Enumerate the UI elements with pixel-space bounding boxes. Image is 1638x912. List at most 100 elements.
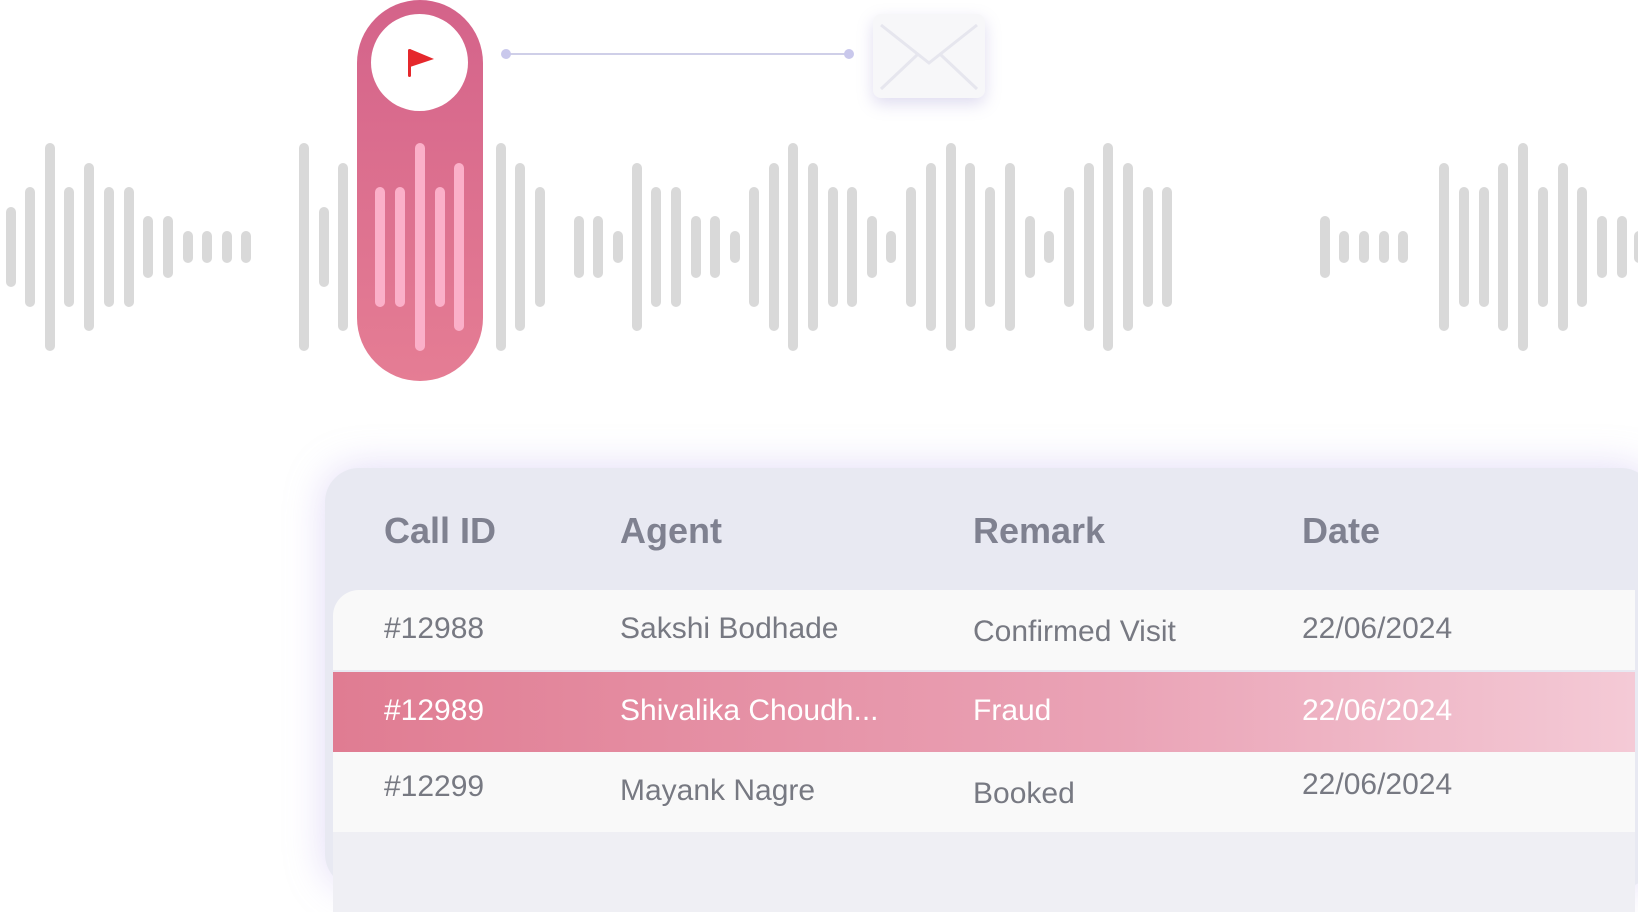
header-remark[interactable]: Remark xyxy=(973,510,1106,551)
cell-date: 22/06/2024 xyxy=(1302,768,1453,801)
header-agent[interactable]: Agent xyxy=(620,510,722,551)
waveform-bar xyxy=(651,187,661,307)
waveform-bar xyxy=(808,163,818,331)
waveform-bar xyxy=(671,187,681,307)
waveform-bar xyxy=(241,231,251,263)
header-date[interactable]: Date xyxy=(1302,510,1381,551)
waveform-bar xyxy=(788,143,798,351)
waveform-bar xyxy=(985,187,995,307)
waveform-bar xyxy=(867,216,877,278)
waveform-bar xyxy=(593,216,603,278)
cell-call-id: #12989 xyxy=(384,694,485,727)
waveform-bar xyxy=(1479,187,1489,307)
waveform-bar xyxy=(1558,163,1568,331)
waveform-bar xyxy=(965,163,975,331)
cell-remark: Booked xyxy=(973,777,1075,810)
waveform-bar xyxy=(535,187,545,307)
waveform-bar xyxy=(1597,216,1607,278)
waveform-bar xyxy=(847,187,857,307)
waveform-bar xyxy=(710,216,720,278)
cell-date: 22/06/2024 xyxy=(1302,612,1453,645)
waveform-bar xyxy=(183,231,193,263)
waveform-bar xyxy=(926,163,936,331)
waveform-bar xyxy=(1162,187,1172,307)
cell-agent: Sakshi Bodhade xyxy=(620,612,839,645)
waveform-bar xyxy=(163,216,173,278)
waveform-bar xyxy=(886,231,896,263)
waveform-bar xyxy=(515,163,525,331)
waveform-bar xyxy=(222,231,232,263)
waveform-bar xyxy=(338,163,348,331)
waveform-bar xyxy=(1103,143,1113,351)
waveform-bar xyxy=(1634,231,1638,263)
cell-remark: Confirmed Visit xyxy=(973,615,1176,648)
table-header: Call ID Agent Remark Date xyxy=(325,468,1638,590)
waveform-bar xyxy=(25,187,35,307)
calls-table: Call ID Agent Remark Date #12988 Sakshi … xyxy=(325,468,1638,912)
waveform-bar xyxy=(1084,163,1094,331)
waveform-bar xyxy=(1320,216,1330,278)
waveform-bar xyxy=(1005,163,1015,331)
waveform-bar xyxy=(1518,143,1528,351)
waveform-bar xyxy=(1538,187,1548,307)
waveform-bar xyxy=(1044,231,1054,263)
highlighted-waveform-bar xyxy=(375,187,385,307)
cell-call-id: #12299 xyxy=(384,770,485,803)
waveform-bar xyxy=(749,187,759,307)
envelope-icon xyxy=(879,23,979,91)
connector-line xyxy=(501,49,854,59)
header-call-id[interactable]: Call ID xyxy=(384,510,497,551)
waveform-bar xyxy=(1577,187,1587,307)
waveform-bar xyxy=(1459,187,1469,307)
waveform-bar xyxy=(730,231,740,263)
waveform-bar xyxy=(319,207,329,287)
table-row[interactable]: #12988 Sakshi Bodhade Confirmed Visit 22… xyxy=(333,590,1635,670)
waveform-bar xyxy=(1064,187,1074,307)
waveform-bar xyxy=(104,187,114,307)
flag-icon xyxy=(407,48,434,77)
waveform-bar xyxy=(1359,231,1369,263)
cell-date: 22/06/2024 xyxy=(1302,694,1453,727)
waveform-bar xyxy=(1143,187,1153,307)
waveform-bar xyxy=(1123,163,1133,331)
waveform-bar xyxy=(946,143,956,351)
waveform-bar xyxy=(64,187,74,307)
flag-button[interactable] xyxy=(371,14,468,111)
waveform-bar xyxy=(496,143,506,351)
waveform-bar xyxy=(1339,231,1349,263)
waveform-bar xyxy=(1379,231,1389,263)
waveform-bar xyxy=(1398,231,1408,263)
waveform-bar xyxy=(124,187,134,307)
waveform-bar xyxy=(299,143,309,351)
highlighted-waveform-bar xyxy=(435,187,445,307)
highlighted-waveform-bar xyxy=(454,163,464,331)
table-row[interactable]: #12299 Mayank Nagre Booked 22/06/2024 xyxy=(333,752,1635,832)
waveform-bar xyxy=(84,163,94,331)
table-row-highlighted[interactable]: #12989 Shivalika Choudh... Fraud 22/06/2… xyxy=(333,672,1635,752)
cell-agent: Mayank Nagre xyxy=(620,774,816,807)
cell-call-id: #12988 xyxy=(384,612,485,645)
waveform-bar xyxy=(143,216,153,278)
email-notification-card[interactable] xyxy=(873,14,985,98)
waveform-bar xyxy=(906,187,916,307)
audio-waveform xyxy=(0,0,1638,400)
waveform-bar xyxy=(1498,163,1508,331)
waveform-bar xyxy=(691,216,701,278)
waveform-bar xyxy=(202,231,212,263)
waveform-bar xyxy=(574,216,584,278)
waveform-bar xyxy=(632,163,642,331)
highlighted-waveform-bar xyxy=(415,143,425,351)
waveform-bar xyxy=(1617,216,1627,278)
waveform-bar xyxy=(613,231,623,263)
waveform-bar xyxy=(45,143,55,351)
waveform-bar xyxy=(769,163,779,331)
cell-remark: Fraud xyxy=(973,694,1052,727)
waveform-bar xyxy=(1439,163,1449,331)
waveform-bar xyxy=(6,207,16,287)
waveform-bar xyxy=(828,187,838,307)
table-row-partial[interactable] xyxy=(333,832,1635,912)
flagged-segment-marker[interactable] xyxy=(357,0,483,381)
cell-agent: Shivalika Choudh... xyxy=(620,694,879,727)
waveform-bar xyxy=(1025,216,1035,278)
highlighted-waveform-bar xyxy=(395,187,405,307)
